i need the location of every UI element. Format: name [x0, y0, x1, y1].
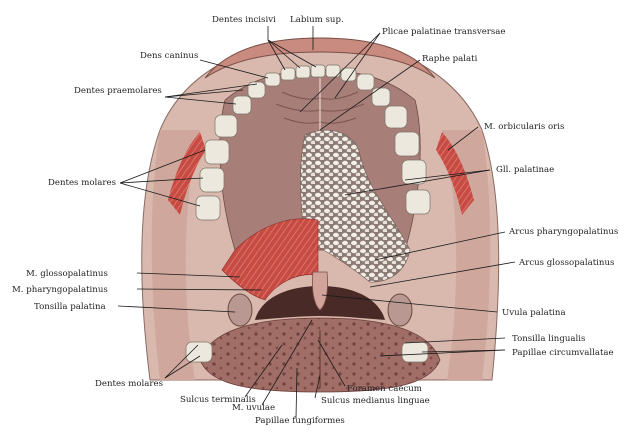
molar-tooth	[204, 139, 230, 165]
soft-palate-muscles	[221, 218, 319, 301]
label-tonsilla-palatina: Tonsilla palatina	[34, 302, 106, 312]
label-gll-palatinae: Gll. palatinae	[496, 165, 554, 175]
label-dentes-praemolares: Dentes praemolares	[74, 86, 162, 96]
label-m-glossopalatinus: M. glossopalatinus	[26, 269, 108, 279]
label-dentes-incisivi: Dentes incisivi	[212, 15, 276, 25]
left-cheek-wall	[151, 130, 200, 380]
label-m-uvulae: M. uvulae	[232, 403, 275, 413]
molar-tooth	[401, 159, 427, 185]
lower-teeth	[185, 341, 429, 363]
premolar-tooth	[371, 87, 391, 107]
lower-molar-tooth	[185, 341, 213, 363]
palatine-ridges	[275, 91, 365, 124]
label-raphe-palati: Raphe palati	[422, 54, 478, 64]
label-papillae-circumvallatae: Papillae circumvallatae	[512, 348, 614, 358]
left-orbicularis-muscle	[168, 132, 206, 215]
premolar-tooth	[356, 73, 375, 91]
label-foramen-caecum: Foramen caecum	[347, 384, 422, 394]
label-dentes-molares-lower: Dentes molares	[95, 379, 163, 389]
right-tonsil	[387, 293, 413, 327]
molar-tooth	[195, 195, 221, 221]
right-orbicularis-muscle	[436, 132, 474, 215]
label-sulcus-terminalis: Sulcus terminalis	[180, 395, 256, 405]
label-arcus-glossopalatinus: Arcus glossopalatinus	[518, 258, 614, 268]
palatine-glands	[300, 129, 411, 283]
label-sulcus-medianus-linguae: Sulcus medianus linguae	[321, 396, 430, 406]
diagram-labels: Dentes incisivi Labium sup. Plicae palat…	[12, 15, 618, 426]
leader-lines	[117, 26, 516, 419]
upper-lip	[204, 37, 436, 79]
incisor-tooth	[325, 64, 341, 78]
label-dentes-molares-upper: Dentes molares	[48, 178, 116, 188]
right-cheek-wall	[442, 130, 491, 380]
label-labium-sup: Labium sup.	[290, 15, 344, 25]
uvula	[312, 271, 328, 311]
molar-tooth	[405, 189, 431, 215]
canine-tooth	[264, 72, 281, 87]
premolar-tooth	[247, 81, 266, 99]
label-tonsilla-lingualis: Tonsilla lingualis	[512, 334, 585, 344]
molar-tooth	[199, 167, 225, 193]
canine-tooth	[340, 67, 357, 82]
label-m-orbicularis-oris: M. orbicularis oris	[484, 122, 564, 132]
label-arcus-pharyngopalatinus: Arcus pharyngopalatinus	[508, 227, 618, 237]
left-tonsil	[227, 293, 253, 327]
label-papillae-fungiformes: Papillae fungiformes	[255, 416, 345, 426]
label-m-pharyngopalatinus: M. pharyngopalatinus	[12, 285, 108, 295]
upper-teeth	[195, 64, 431, 221]
incisor-tooth	[295, 65, 311, 79]
premolar-tooth	[232, 95, 252, 115]
molar-tooth	[214, 114, 238, 138]
molar-tooth	[394, 131, 420, 157]
label-plicae-palatinae-transversae: Plicae palatinae transversae	[382, 27, 506, 37]
label-dens-caninus: Dens caninus	[140, 51, 198, 61]
incisor-tooth	[310, 64, 326, 78]
incisor-tooth	[280, 67, 296, 81]
molar-tooth	[384, 105, 408, 129]
label-uvula-palatina: Uvula palatina	[502, 308, 566, 318]
